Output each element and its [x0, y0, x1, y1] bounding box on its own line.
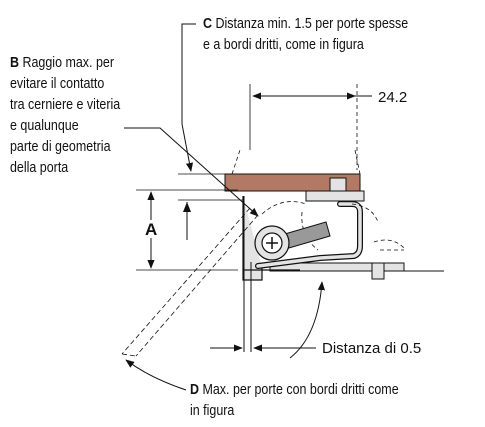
callout-c-line1: Distanza min. 1.5 per porte spesse — [215, 16, 409, 32]
callout-d-line2-box: in figura — [190, 402, 234, 420]
callout-b-line2: evitare il contatto — [10, 76, 105, 92]
callout-d-line2: in figura — [190, 403, 235, 419]
door-swing-ghost — [121, 207, 259, 357]
c-leader — [181, 23, 196, 172]
gap-arc — [289, 281, 325, 359]
b-leader — [124, 127, 259, 217]
door-screw-head — [329, 177, 347, 192]
pivot-cross-icon — [266, 237, 278, 249]
callout-b-line1: Raggio max. per — [22, 55, 114, 71]
callout-b-line2-box: evitare il contatto — [10, 75, 104, 93]
callout-c-line2-box: e a bordi dritti, come in figura — [203, 36, 364, 54]
callout-d-line1: Max. per porte con bordi dritti come — [202, 382, 399, 398]
dim-step-arrow — [183, 202, 191, 212]
door-mount-plate — [305, 190, 365, 202]
callout-d: D Max. per porte con bordi dritti come — [190, 381, 399, 399]
door-ghost — [231, 149, 361, 175]
callout-b-line6-box: della porta — [10, 159, 68, 177]
radius-arc — [261, 201, 307, 215]
callout-b-line4-box: e qualunque — [10, 117, 79, 135]
link-ghost-right — [351, 203, 404, 251]
hinge-arm-inner — [256, 202, 362, 268]
dim-gap-label: Distanza di 0.5 — [322, 340, 421, 357]
callout-b-line6: della porta — [10, 160, 69, 176]
door-panel — [224, 173, 361, 192]
callout-b-line3-box: tra cerniere e viteria — [10, 96, 120, 114]
callout-b-line3: tra cerniere e viteria — [10, 97, 121, 113]
callout-b: B Raggio max. per — [10, 54, 114, 72]
callout-b-line5-box: parte di geometria — [10, 138, 111, 156]
callout-c-line2: e a bordi dritti, come in figura — [203, 37, 364, 53]
d-leader — [125, 359, 187, 391]
callout-b-letter: B — [10, 55, 20, 71]
callout-b-line5: parte di geometria — [10, 139, 111, 155]
dim-24-value: 24.2 — [378, 89, 407, 106]
frame-wall — [242, 196, 263, 281]
callout-b-line4: e qualunque — [10, 118, 79, 134]
dim-a-label: A — [145, 220, 157, 239]
callout-c-letter: C — [203, 16, 213, 32]
dim-a-label-bg — [143, 220, 159, 238]
callout-c: C Distanza min. 1.5 per porte spesse — [203, 15, 408, 33]
callout-d-letter: D — [190, 382, 200, 398]
frame-screw — [371, 262, 385, 280]
